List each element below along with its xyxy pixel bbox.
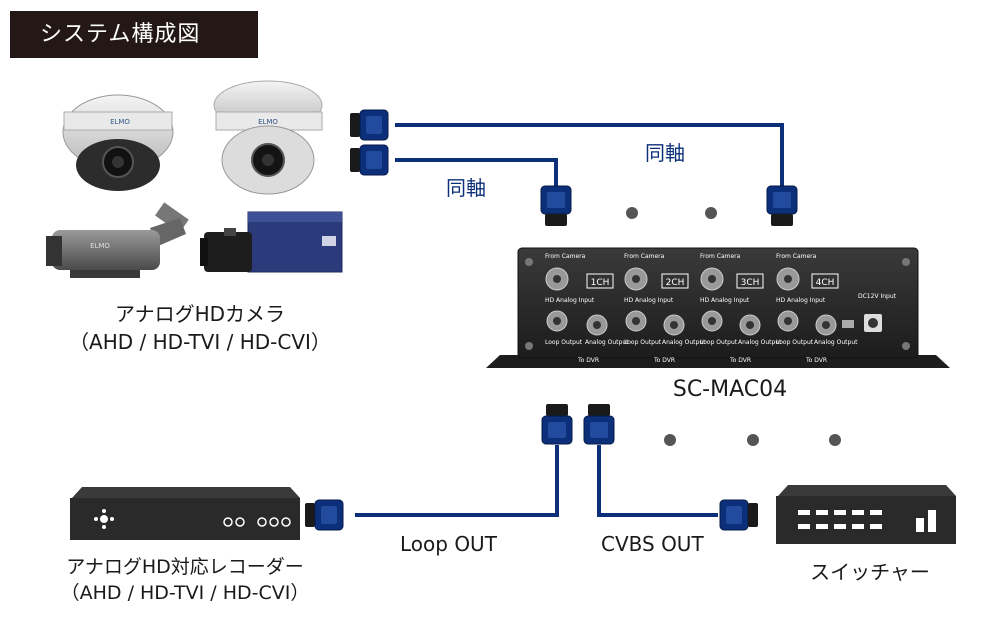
- bullet-camera: ELMO: [46, 202, 189, 278]
- bnc-connector-icon: [350, 144, 389, 176]
- channel-label: 2CH: [666, 278, 685, 288]
- cameras-label-line2: （AHD / HD-TVI / HD-CVI）: [69, 330, 331, 354]
- hd-input-label: HD Analog Input: [776, 297, 826, 304]
- channel-block-3: From Camera 3CH HD Analog Input Loop Out…: [700, 253, 782, 346]
- analog-output-label: Analog Output: [738, 339, 782, 346]
- bnc-connector-icon: [540, 185, 572, 226]
- dc-input-label: DC12V Input: [858, 293, 897, 300]
- device-model-label: SC-MAC04: [672, 377, 788, 402]
- bnc-connector-icon: [541, 404, 573, 445]
- dome-camera-1: ELMO: [62, 94, 174, 191]
- channel-block-1: From Camera 1CH HD Analog Input Loop Out…: [545, 253, 629, 346]
- loop-output-label: Loop Output: [700, 339, 738, 346]
- from-camera-label: From Camera: [776, 253, 817, 260]
- switcher-device: [776, 485, 956, 544]
- channel-label: 4CH: [816, 278, 835, 288]
- converter-device: From Camera 1CH HD Analog Input Loop Out…: [486, 247, 950, 368]
- channel-label: 1CH: [591, 278, 610, 288]
- analog-output-label: Analog Output: [662, 339, 706, 346]
- analog-output-label: Analog Output: [814, 339, 858, 346]
- loop-output-label: Loop Output: [545, 339, 583, 346]
- dc-input-port: DC12V Input: [842, 293, 897, 332]
- cameras-label-line1: アナログHDカメラ: [114, 302, 286, 326]
- channel-block-4: From Camera 4CH HD Analog Input Loop Out…: [776, 253, 858, 346]
- ellipsis-dots: [626, 207, 841, 446]
- recorder-label: アナログHD対応レコーダー （AHD / HD-TVI / HD-CVI）: [40, 554, 330, 606]
- svg-text:ELMO: ELMO: [90, 242, 110, 250]
- bnc-connector-icon: [350, 109, 389, 141]
- recorder-label-line2: （AHD / HD-TVI / HD-CVI）: [60, 582, 310, 604]
- cvbs-out-cable: [597, 445, 718, 517]
- box-camera: [200, 211, 343, 273]
- svg-text:ELMO: ELMO: [258, 118, 278, 126]
- hd-input-label: HD Analog Input: [700, 297, 750, 304]
- loop-out-label: Loop OUT: [400, 532, 497, 556]
- coax-label: 同軸: [645, 141, 685, 165]
- switcher-label: スイッチャー: [810, 560, 930, 584]
- analog-output-label: Analog Output: [585, 339, 629, 346]
- dome-camera-2: ELMO: [213, 80, 323, 195]
- from-camera-label: From Camera: [624, 253, 665, 260]
- hd-input-label: HD Analog Input: [545, 297, 595, 304]
- loop-output-label: Loop Output: [624, 339, 662, 346]
- channel-label: 3CH: [741, 278, 760, 288]
- hd-input-label: HD Analog Input: [624, 297, 674, 304]
- svg-text:ELMO: ELMO: [110, 118, 130, 126]
- cvbs-out-label: CVBS OUT: [601, 532, 704, 556]
- coax-label: 同軸: [446, 176, 486, 200]
- bnc-connector-icon: [305, 499, 344, 531]
- to-dvr-label: To DVR: [729, 357, 751, 364]
- recorder-label-line1: アナログHD対応レコーダー: [66, 556, 304, 578]
- to-dvr-label: To DVR: [577, 357, 599, 364]
- from-camera-label: From Camera: [545, 253, 586, 260]
- bnc-connector-icon: [719, 499, 758, 531]
- channel-block-2: From Camera 2CH HD Analog Input Loop Out…: [624, 253, 706, 346]
- cameras-label: アナログHDカメラ （AHD / HD-TVI / HD-CVI）: [60, 300, 340, 356]
- bnc-connector-icon: [583, 404, 615, 445]
- loop-out-cable: [355, 445, 559, 517]
- page-title: システム構成図: [10, 11, 258, 58]
- control-pad-icon: [94, 509, 114, 529]
- bnc-connector-icon: [766, 185, 798, 226]
- from-camera-label: From Camera: [700, 253, 741, 260]
- loop-output-label: Loop Output: [776, 339, 814, 346]
- to-dvr-label: To DVR: [653, 357, 675, 364]
- coax-cable-2: [395, 123, 784, 190]
- recorder-device: [70, 487, 300, 540]
- coax-cable-1: [395, 158, 558, 190]
- to-dvr-label: To DVR: [805, 357, 827, 364]
